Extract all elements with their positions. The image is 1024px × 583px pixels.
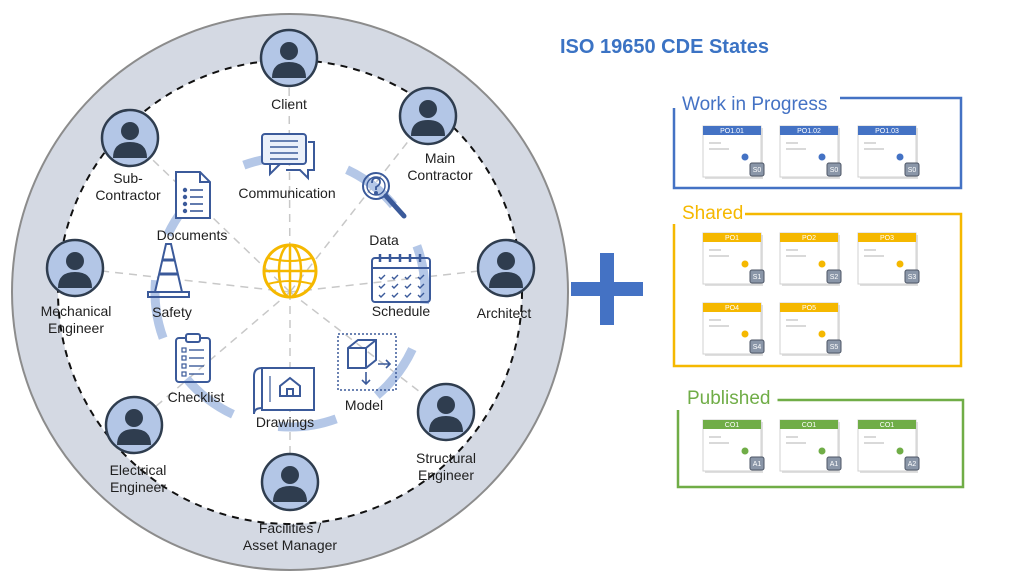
tool-label: Schedule xyxy=(371,303,431,319)
plus-icon xyxy=(571,253,643,325)
card-status-code: S0 xyxy=(830,167,839,174)
cde-state-title: Shared xyxy=(682,203,744,224)
card-header-text: PO1.03 xyxy=(875,128,899,135)
stakeholder-label: Mechanical Engineer xyxy=(40,303,112,336)
spokes xyxy=(74,57,507,482)
card-status-code: S3 xyxy=(908,274,917,281)
stakeholders xyxy=(45,28,536,512)
card-header-text: PO1.02 xyxy=(797,128,821,135)
tool-label: Model xyxy=(344,397,384,413)
stakeholder-label: Facilities / Asset Manager xyxy=(242,520,338,553)
card-status-code: S2 xyxy=(830,274,839,281)
calendar-icon xyxy=(371,254,431,303)
stakeholder-avatar xyxy=(45,238,105,298)
globe-icon xyxy=(262,243,318,299)
stakeholder-avatar xyxy=(476,238,536,298)
stakeholder-label: Architect xyxy=(476,305,532,321)
clipboard-icon xyxy=(175,333,211,383)
tool-label: Drawings xyxy=(255,414,315,430)
chat-icon xyxy=(261,133,315,181)
card-header-text: PO3 xyxy=(880,235,894,242)
cube-model-icon xyxy=(337,333,397,391)
card-header-text: PO1 xyxy=(725,235,739,242)
card-header-text: CO1 xyxy=(725,422,740,429)
card-header-text: PO4 xyxy=(725,305,739,312)
cde-state-title: Work in Progress xyxy=(682,94,828,115)
stakeholder-avatar xyxy=(416,382,476,442)
tool-label: Safety xyxy=(152,304,192,320)
stakeholder-avatar xyxy=(398,86,458,146)
card-status-code: A1 xyxy=(753,461,762,468)
card-status-code: S4 xyxy=(753,344,762,351)
stakeholder-label: Main Contractor xyxy=(407,150,473,183)
card-header-text: CO1 xyxy=(880,422,895,429)
document-icon xyxy=(175,171,211,219)
card-status-code: A2 xyxy=(908,461,917,468)
search-data-icon xyxy=(362,172,407,219)
tool-icons xyxy=(147,133,431,415)
card-status-code: S1 xyxy=(753,274,762,281)
stakeholder-avatar xyxy=(100,108,160,168)
tool-label: Documents xyxy=(156,227,228,243)
cde-state-title: Published xyxy=(687,388,771,409)
tool-label: Communication xyxy=(238,185,336,201)
stakeholder-avatar xyxy=(260,452,320,512)
cde-states: PO1.01S0PO1.02S0PO1.03S0PO1S1PO2S2PO3S3P… xyxy=(672,96,965,489)
card-header-text: PO1.01 xyxy=(720,128,744,135)
stakeholder-label: Sub- Contractor xyxy=(95,170,161,203)
stakeholder-label: Electrical Engineer xyxy=(109,462,167,495)
tool-label: Checklist xyxy=(167,389,225,405)
card-status-code: S5 xyxy=(830,344,839,351)
tool-label: Data xyxy=(369,232,399,248)
blueprint-icon xyxy=(253,367,315,415)
page-title: ISO 19650 CDE States xyxy=(560,36,769,58)
stakeholder-avatar xyxy=(104,395,164,455)
card-status-code: S0 xyxy=(908,167,917,174)
card-status-code: A1 xyxy=(830,461,839,468)
card-header-text: PO5 xyxy=(802,305,816,312)
traffic-cone-icon xyxy=(147,243,190,298)
stakeholder-avatar xyxy=(259,28,319,88)
stakeholder-label: Structural Engineer xyxy=(416,450,476,483)
card-header-text: PO2 xyxy=(802,235,816,242)
card-status-code: S0 xyxy=(753,167,762,174)
stakeholder-label: Client xyxy=(271,96,307,112)
card-header-text: CO1 xyxy=(802,422,817,429)
